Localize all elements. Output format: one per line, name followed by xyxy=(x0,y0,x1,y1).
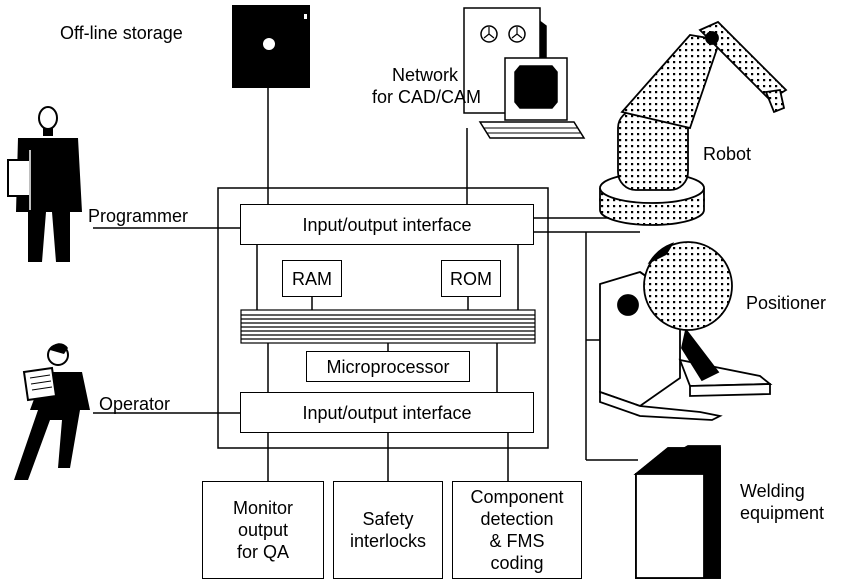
io-interface-bottom: Input/output interface xyxy=(240,392,534,433)
operator-label: Operator xyxy=(99,394,171,414)
controller-wiring xyxy=(256,245,519,392)
controller-box xyxy=(217,187,549,449)
monitor-output-box: Monitor output for QA xyxy=(202,481,324,579)
robot-arm-icon xyxy=(599,20,788,226)
offline-storage-label: Off-line storage xyxy=(60,23,183,43)
welding-equipment-icon xyxy=(633,445,721,579)
computer-terminal-icon xyxy=(463,7,586,139)
programmer-label: Programmer xyxy=(88,206,189,226)
ram-box: RAM xyxy=(282,260,342,297)
rom-box: ROM xyxy=(441,260,501,297)
floppy-disk-icon xyxy=(232,5,310,88)
operator-person-icon xyxy=(14,343,90,480)
welding-equipment-label: Welding equipment xyxy=(740,481,825,523)
positioner-icon xyxy=(599,241,773,421)
positioner-label: Positioner xyxy=(746,293,827,313)
component-detection-box: Component detection & FMS coding xyxy=(452,481,582,579)
io-interface-top: Input/output interface xyxy=(240,204,534,245)
network-cad-cam-label: Network for CAD/CAM xyxy=(372,65,482,107)
robot-label: Robot xyxy=(703,144,752,164)
data-bus xyxy=(240,309,536,344)
programmer-person-icon xyxy=(7,106,82,262)
external-wiring xyxy=(93,88,640,481)
safety-interlocks-box: Safety interlocks xyxy=(333,481,443,579)
microprocessor-box: Microprocessor xyxy=(306,351,470,382)
